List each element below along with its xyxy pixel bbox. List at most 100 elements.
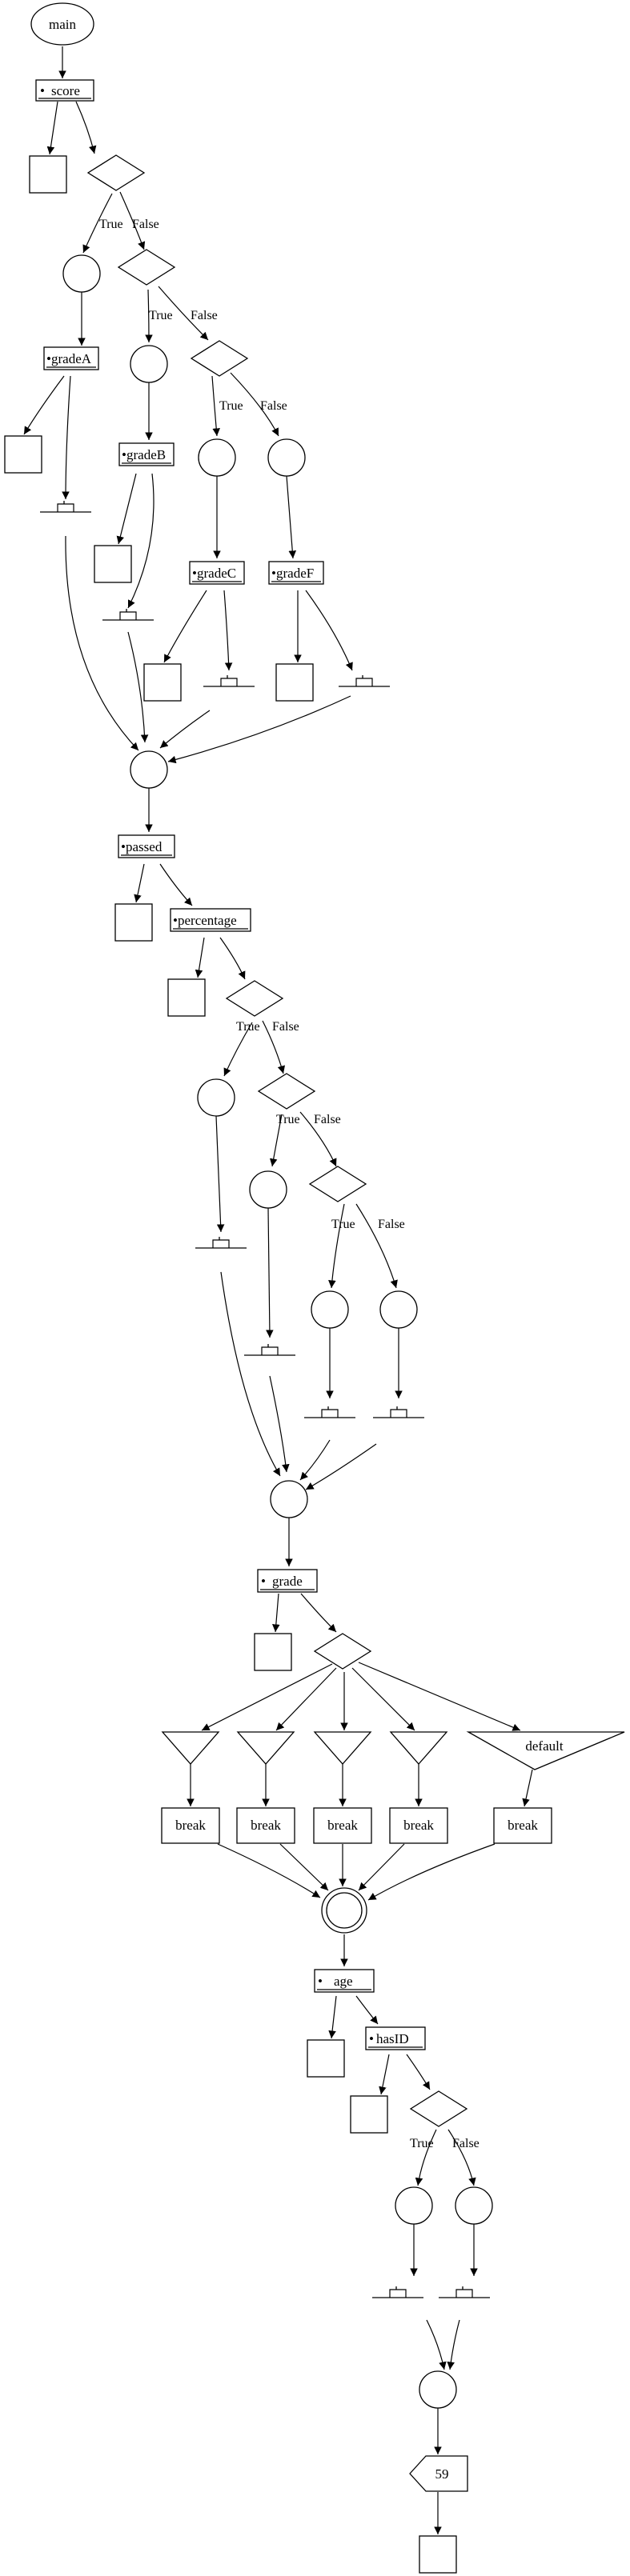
svg-text:break: break [403,1818,434,1833]
square-node [143,663,182,702]
edge [217,1843,321,1898]
edge [119,191,146,250]
edge [145,289,153,343]
svg-text:break: break [175,1818,206,1833]
connector-node [40,501,91,513]
edge [299,1439,331,1481]
edge [299,1111,337,1167]
square-node [254,1633,292,1671]
var-label: gradeB [126,447,166,462]
square-node [167,978,206,1017]
edge [266,1207,274,1338]
var-label: gradeC [197,566,236,581]
true-label: True [276,1113,300,1126]
edge [223,1022,253,1077]
connector-node [372,2286,423,2298]
edge [426,2319,447,2370]
false-label: False [191,309,218,322]
edge [351,1667,415,1731]
edge [300,1593,337,1633]
edge [328,1203,345,1289]
edge [447,2129,476,2186]
edge [305,590,353,671]
edge [367,1843,496,1901]
circle-node [270,1480,308,1518]
circle-node [455,2186,493,2225]
false-label: False [260,399,287,413]
circle-node [197,1078,235,1117]
var-label: score [51,83,80,98]
circle-node [130,345,168,383]
false-label: False [272,1020,299,1034]
edge [134,863,145,903]
var-node-passed: • passed [118,834,175,858]
false-label: False [132,218,159,231]
connector-node [195,1237,247,1249]
true-label: True [99,218,123,231]
edge [215,1115,225,1233]
var-node-gradeF: • gradeF [268,561,324,585]
var-label: gradeA [51,351,92,366]
connector-node [244,1344,295,1356]
case-node [236,1731,295,1765]
connector-node [339,675,390,687]
circle-node [130,750,168,789]
edge [159,863,193,906]
edge [158,286,209,341]
edge [358,1662,521,1731]
case-node [389,1731,448,1765]
square-nodes [4,155,457,2574]
edges [23,46,533,2534]
edge [328,1995,337,2039]
edge [211,375,220,437]
break-nodes: break break break break break [161,1807,552,1844]
decision-node [257,1073,316,1110]
connector-nodes [40,501,490,2298]
svg-text:•: • [173,913,178,928]
connector-node [102,609,154,621]
edge [23,375,65,435]
square-node [114,903,153,942]
svg-text:break: break [251,1818,281,1833]
true-label: True [410,2137,434,2150]
break-node: break [389,1807,448,1844]
decision-node [313,1633,372,1670]
edge [406,2054,431,2090]
default-case-node: default [466,1731,625,1770]
svg-text:•: • [318,1974,323,1989]
edge [269,1114,283,1167]
edge [230,372,279,437]
circle-node [395,2186,433,2225]
svg-text:•: • [121,839,126,854]
var-label: age [334,1974,353,1989]
false-label: False [452,2137,480,2150]
true-label: True [149,309,173,322]
decision-nodes [86,154,468,2127]
square-node [275,663,314,702]
edge [262,1020,286,1074]
edge [195,937,205,978]
start-label: main [49,17,76,32]
svg-text:•: • [369,2031,374,2046]
edge [127,631,149,743]
var-node-age: • age [314,1969,375,1993]
edge [82,193,113,254]
decision-node [117,249,176,286]
circle-node [267,438,306,477]
decision-node [308,1166,367,1202]
edge [75,101,97,154]
svg-text:•: • [122,447,126,462]
edge [65,535,139,751]
edge [358,1843,405,1891]
square-node [94,545,132,583]
edge [279,1843,329,1891]
merge-node [321,1887,367,1934]
case-nodes: default [161,1731,625,1770]
circle-node [379,1290,418,1329]
edge [219,937,246,980]
square-node [4,435,42,474]
break-node: break [493,1807,552,1844]
edge [220,1271,281,1477]
var-label: gradeF [276,566,314,581]
